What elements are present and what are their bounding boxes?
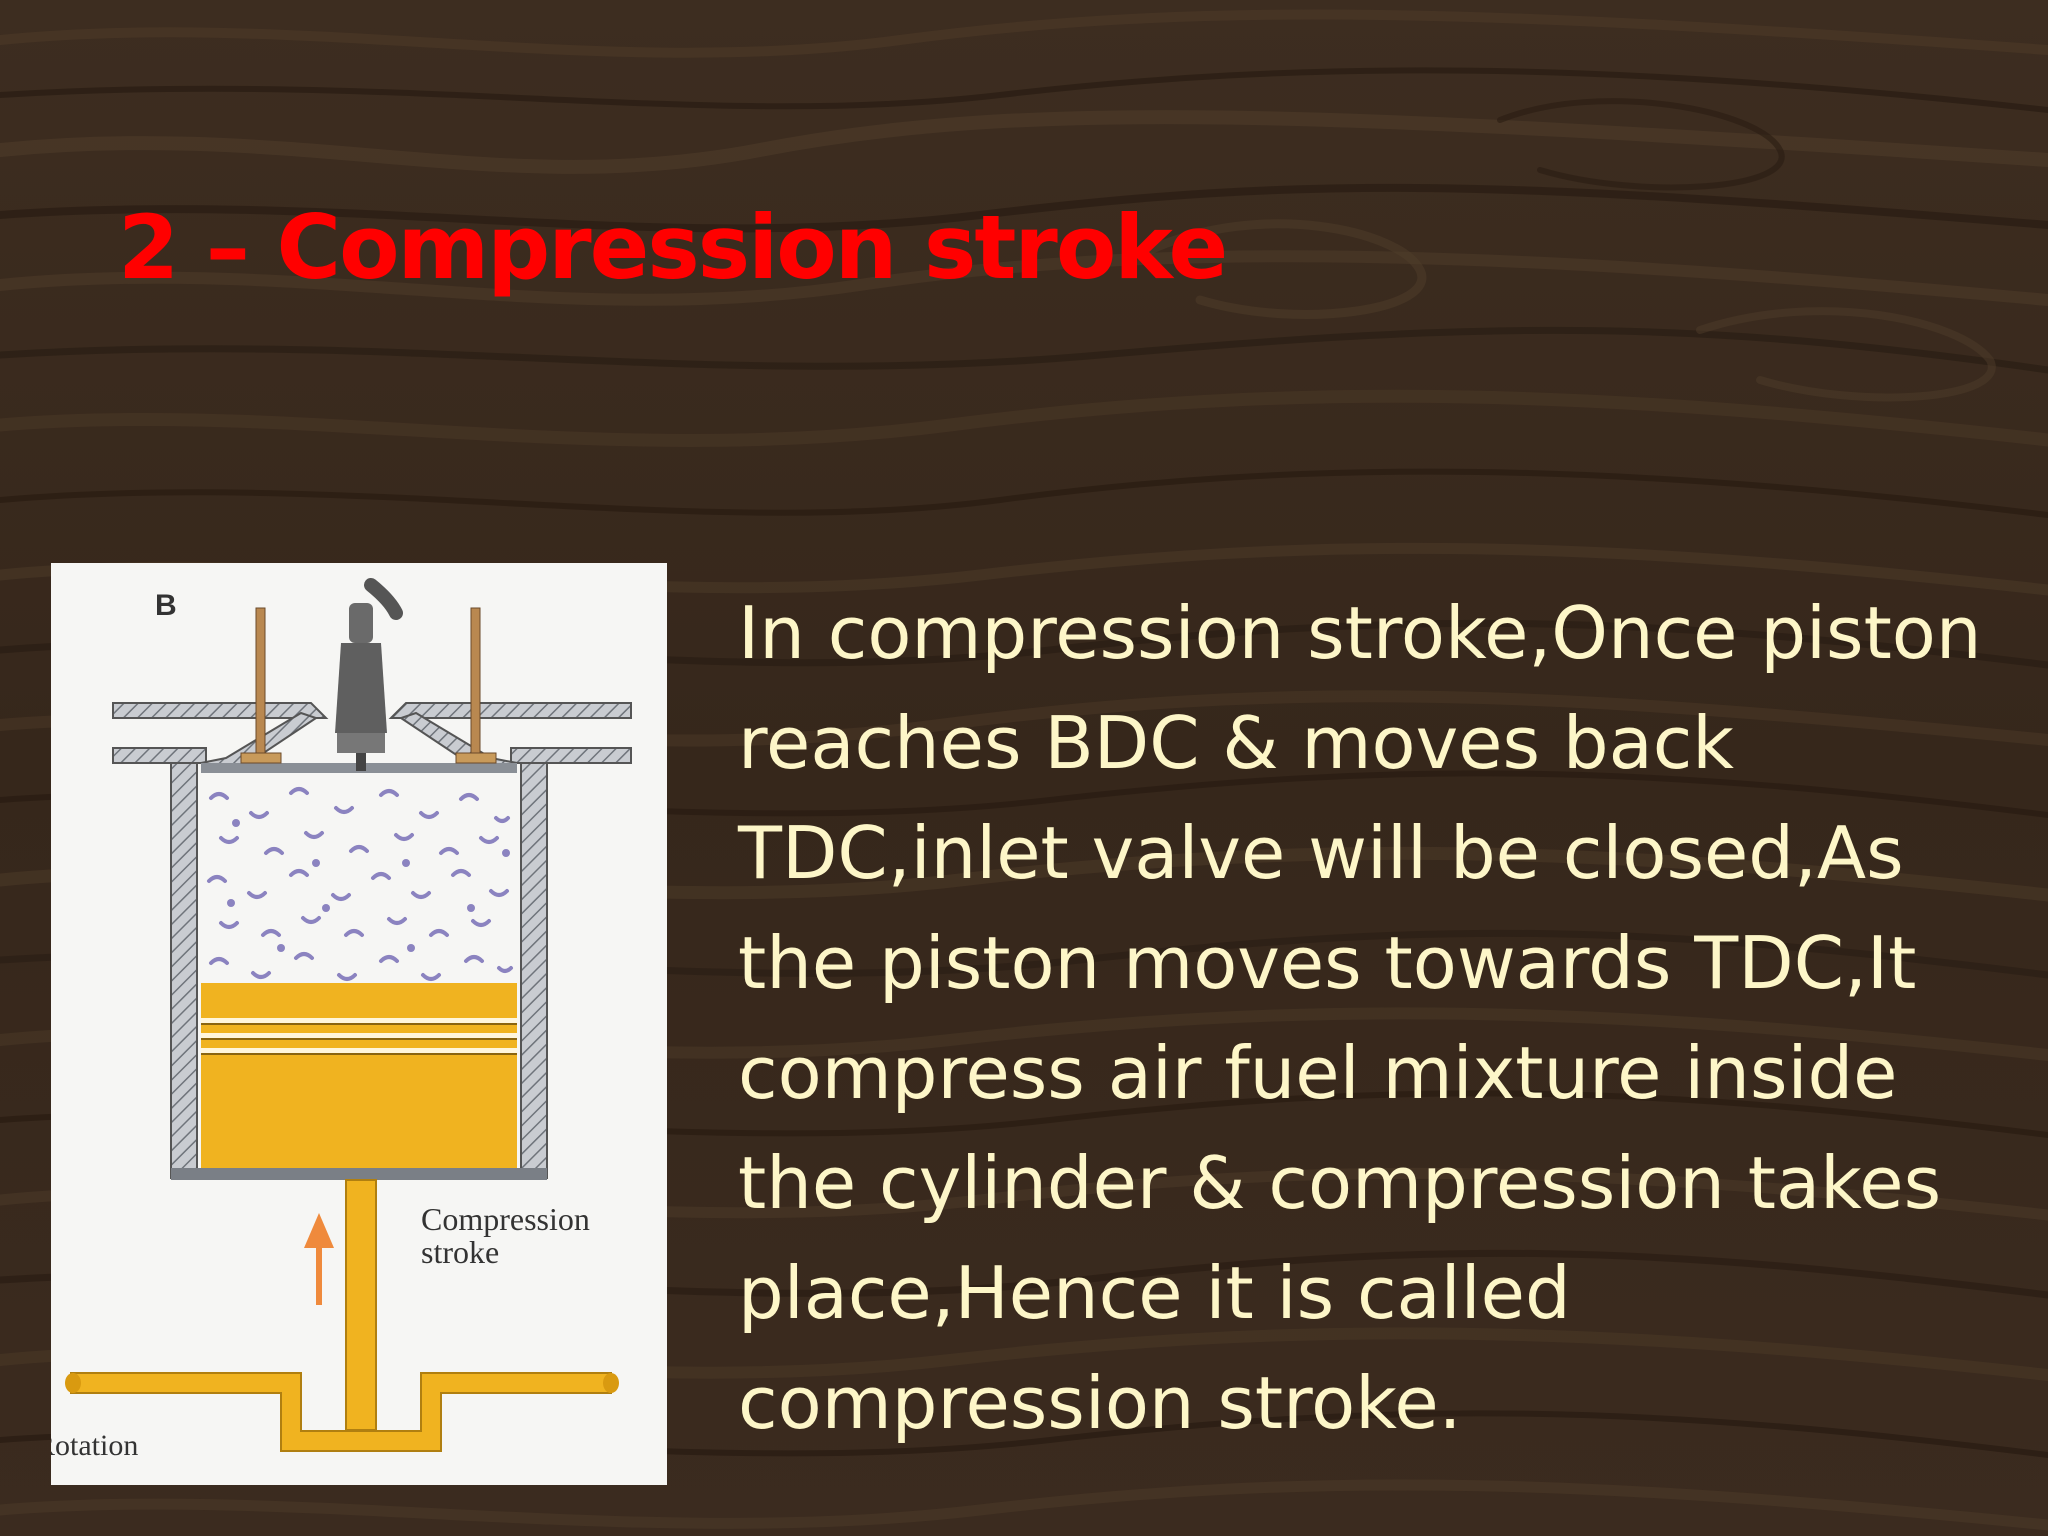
engine-diagram: B: [51, 563, 667, 1485]
piston: [201, 983, 517, 1168]
panel-label: B: [155, 589, 177, 622]
exhaust-valve: [455, 607, 497, 764]
slide-body-text: In compression stroke,Once piston reache…: [738, 591, 1982, 1445]
air-fuel-mixture: [207, 787, 513, 981]
spark-plug: [335, 578, 403, 771]
mixture-dots: [227, 819, 510, 952]
connecting-rod: [345, 1179, 377, 1431]
crankshaft: [65, 1372, 619, 1452]
cylinder-walls: [170, 762, 548, 1180]
stroke-label-line2: stroke: [421, 1234, 499, 1270]
stroke-label-line1: Compression: [421, 1201, 590, 1237]
inlet-valve: [240, 607, 282, 764]
rotation-label: Rotation: [51, 1429, 138, 1462]
upward-arrow-icon: [304, 1213, 334, 1305]
slide-title: 2 – Compression stroke: [118, 196, 1228, 299]
